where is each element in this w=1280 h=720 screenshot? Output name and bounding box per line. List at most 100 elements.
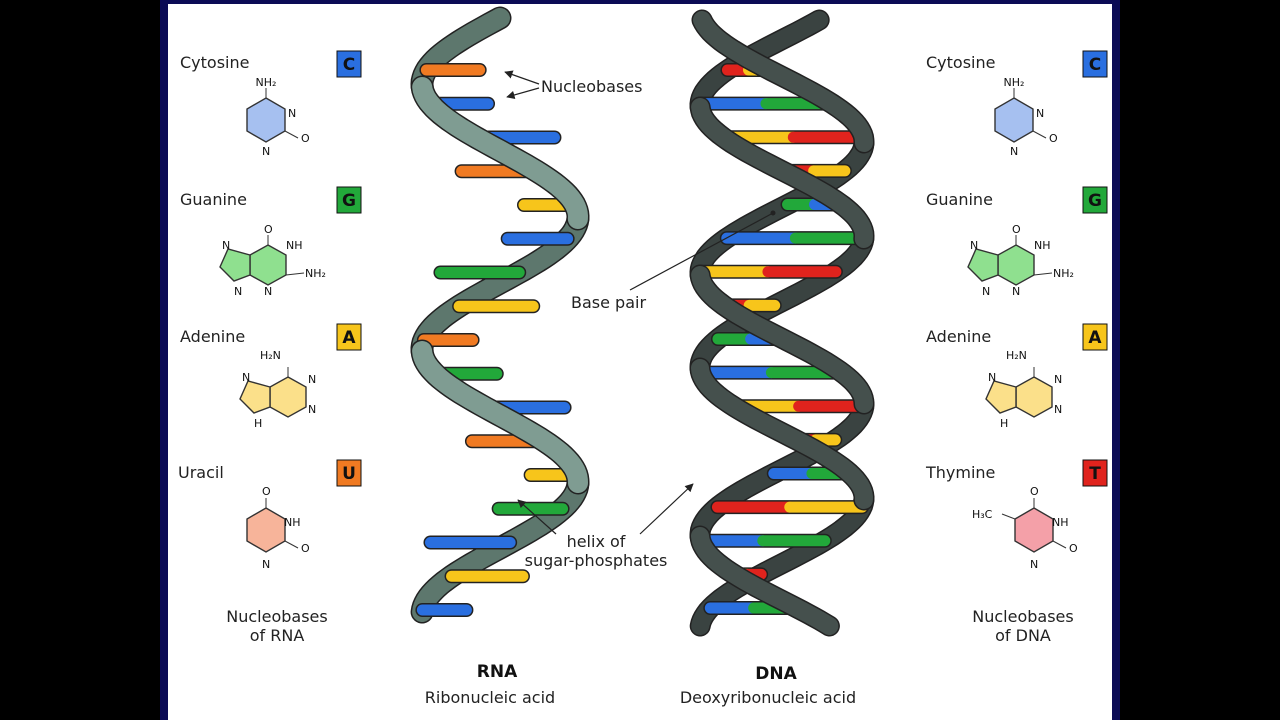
svg-text:NH₂: NH₂ [305, 267, 326, 280]
base-name: Uracil [178, 463, 224, 482]
rna-sugar-phosphate-strand [412, 77, 589, 229]
cytosine-structure: NH₂ N N O [994, 76, 1058, 158]
rna-backbone-front [410, 75, 590, 495]
base-name: Cytosine [926, 53, 995, 72]
dna-caption-line1: Nucleobases [972, 607, 1073, 626]
dna-backbone-front [689, 9, 875, 637]
helix-arrow-dna [639, 483, 694, 535]
base-badge [1082, 323, 1108, 351]
bottom-titles: RNA Ribonucleic acid DNA Deoxyribonuclei… [425, 662, 856, 707]
base-badge [1082, 186, 1108, 214]
base-letter: A [342, 328, 356, 348]
base-letter: C [1089, 55, 1101, 75]
svg-text:NH₂: NH₂ [1004, 76, 1025, 89]
svg-text:H: H [1000, 417, 1008, 430]
svg-text:N: N [262, 558, 270, 571]
base-badge [1082, 459, 1108, 487]
base-name: Thymine [925, 463, 995, 482]
annotations: Nucleobases Base pair helix of sugar-pho… [504, 70, 776, 570]
rna-subtitle: Ribonucleic acid [425, 688, 555, 707]
base-badge [336, 186, 362, 214]
dna-sugar-phosphate-strand [691, 359, 874, 509]
svg-text:O: O [301, 542, 310, 555]
svg-text:H: H [254, 417, 262, 430]
svg-text:N: N [1054, 403, 1062, 416]
svg-text:N: N [1054, 373, 1062, 386]
svg-text:N: N [1036, 107, 1044, 120]
base-badge [336, 323, 362, 351]
nucleobases-annotation: Nucleobases [541, 77, 642, 96]
svg-text:O: O [1069, 542, 1078, 555]
svg-text:N: N [222, 239, 230, 252]
rna-sugar-phosphate-strand [412, 341, 588, 493]
base-name: Guanine [926, 190, 993, 209]
svg-text:O: O [1030, 485, 1039, 498]
base-letter: G [1088, 191, 1102, 211]
svg-text:N: N [242, 371, 250, 384]
svg-text:H₃C: H₃C [972, 508, 993, 521]
nucleobases-arrow [506, 87, 540, 99]
base-badge [336, 50, 362, 78]
dna-title: DNA [755, 664, 797, 684]
dna-caption-line2: of DNA [995, 626, 1051, 645]
svg-text:N: N [1010, 145, 1018, 158]
svg-text:NH: NH [1034, 239, 1051, 252]
svg-text:N: N [262, 145, 270, 158]
nucleobases-arrow [504, 70, 540, 85]
helix-arrow-rna [517, 499, 557, 535]
base-letter: T [1089, 464, 1101, 484]
svg-text:N: N [234, 285, 242, 298]
dna-sugar-phosphate-strand [690, 134, 873, 284]
dna-sugar-phosphate-strand [691, 527, 839, 635]
base-letter: U [342, 464, 356, 484]
base-name: Adenine [926, 327, 991, 346]
helix-annotation-line1: helix of [567, 532, 626, 551]
svg-text:N: N [308, 373, 316, 386]
helix-annotation-line2: sugar-phosphates [525, 551, 668, 570]
base-letter: A [1088, 328, 1102, 348]
base-badge [1082, 50, 1108, 78]
svg-text:O: O [301, 132, 310, 145]
base-letter: C [343, 55, 355, 75]
base-name: Cytosine [180, 53, 249, 72]
dna-sugar-phosphate-strand [691, 266, 873, 413]
adenine-structure: H₂N N N N H [239, 349, 316, 430]
base-letter: G [342, 191, 356, 211]
base-pair-dot [770, 210, 776, 216]
svg-text:NH₂: NH₂ [256, 76, 277, 89]
rna-nucleobase-cytosine: Cytosine C NH₂ N N O Guanine G O NH NH₂ … [178, 50, 362, 645]
base-name: Guanine [180, 190, 247, 209]
dna-sugar-phosphate-strand [693, 11, 873, 152]
svg-text:NH: NH [286, 239, 303, 252]
svg-text:N: N [264, 285, 272, 298]
dna-subtitle: Deoxyribonucleic acid [680, 688, 856, 707]
svg-text:NH₂: NH₂ [1053, 267, 1074, 280]
svg-text:N: N [308, 403, 316, 416]
svg-text:O: O [262, 485, 271, 498]
base-pair-annotation: Base pair [571, 293, 646, 312]
rna-title: RNA [477, 662, 518, 682]
dna-sugar-phosphate-strand [691, 98, 874, 248]
guanine-structure: O NH NH₂ N N N [219, 223, 326, 298]
svg-text:H₂N: H₂N [260, 349, 281, 362]
svg-text:N: N [970, 239, 978, 252]
svg-text:H₂N: H₂N [1006, 349, 1027, 362]
uracil-structure: O NH N O [246, 485, 310, 571]
svg-text:O: O [1012, 223, 1021, 236]
cytosine-structure: NH₂ N N O [246, 76, 310, 158]
svg-text:N: N [982, 285, 990, 298]
figure-panel [168, 4, 1112, 720]
thymine-structure: O H₃C NH N O [972, 485, 1078, 571]
guanine-structure: O NH NH₂ N N N [967, 223, 1074, 298]
rna-nucleobases [415, 63, 585, 617]
adenine-structure: H₂N N N N H [985, 349, 1062, 430]
rna-caption-line2: of RNA [250, 626, 305, 645]
slide-frame [160, 0, 1120, 720]
svg-text:N: N [1012, 285, 1020, 298]
svg-text:O: O [264, 223, 273, 236]
rna-caption-line1: Nucleobases [226, 607, 327, 626]
svg-text:O: O [1049, 132, 1058, 145]
svg-text:NH: NH [1052, 516, 1069, 529]
svg-text:N: N [288, 107, 296, 120]
